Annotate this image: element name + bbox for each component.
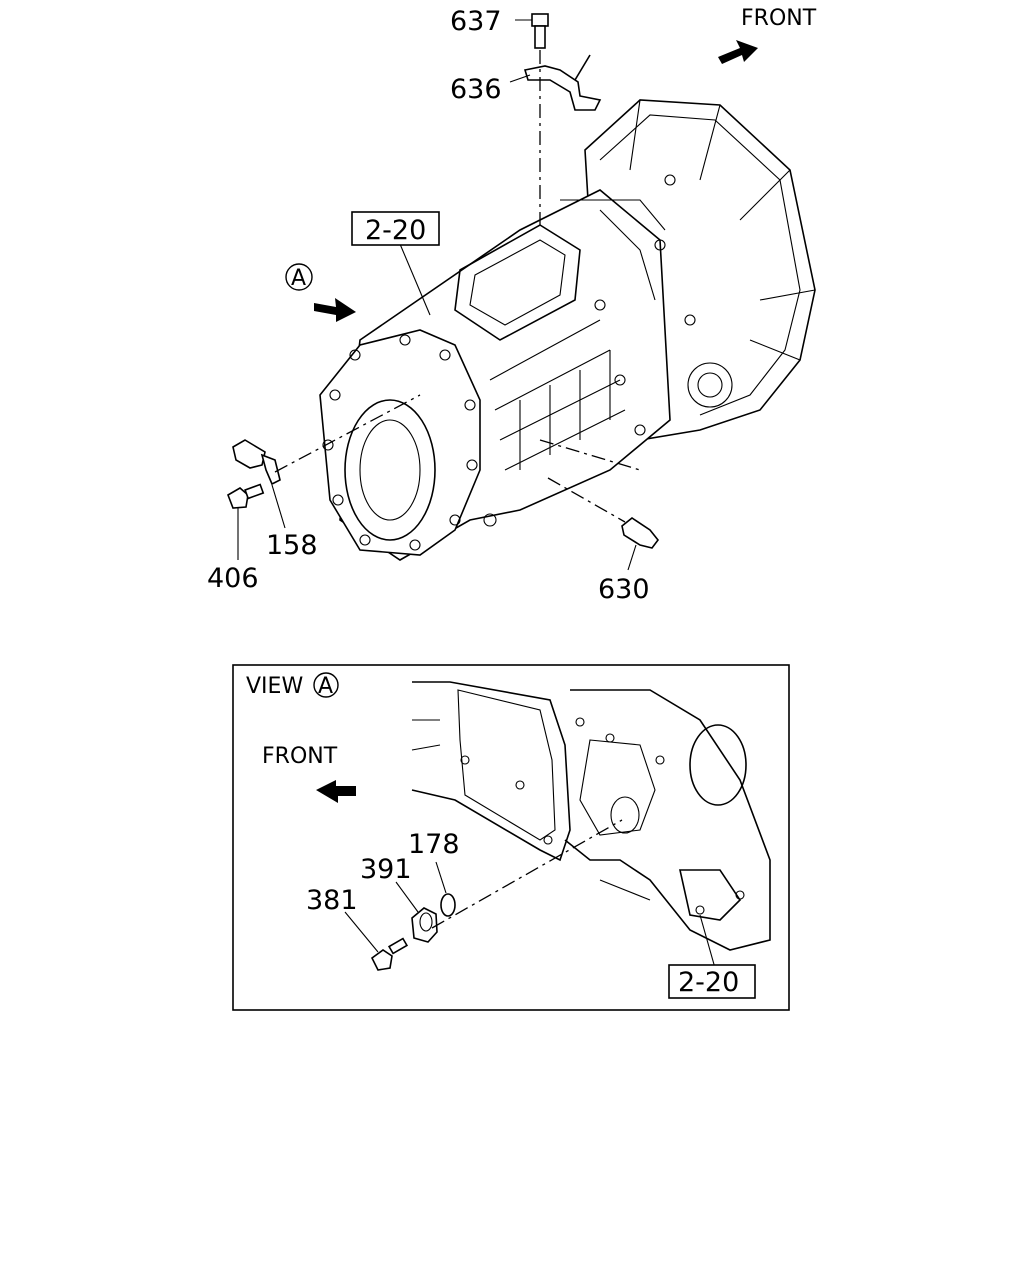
front-label-top: FRONT xyxy=(741,6,817,31)
part-630-label: 630 xyxy=(598,574,650,605)
part-178-label: 178 xyxy=(408,829,460,860)
ref-box-top: 2-20 xyxy=(351,211,440,246)
part-406-label: 406 xyxy=(207,563,259,594)
part-391-sensor: 391 xyxy=(360,854,438,943)
part-637-bolt: 637 xyxy=(450,6,549,49)
part-381-label: 381 xyxy=(306,885,358,916)
transmission-assembly xyxy=(319,99,816,561)
front-arrow-top-icon xyxy=(718,40,758,64)
part-637-label: 637 xyxy=(450,6,502,37)
part-381-bolt: 381 xyxy=(306,885,409,971)
part-158-clip: 158 xyxy=(232,439,318,561)
view-marker-label: A xyxy=(318,674,333,699)
part-630-switch: 630 xyxy=(598,517,660,605)
front-label-view: FRONT xyxy=(262,744,338,769)
part-158-label: 158 xyxy=(266,530,318,561)
ref-label-view: 2-20 xyxy=(678,967,739,998)
ref-label-top: 2-20 xyxy=(365,215,426,246)
view-a-inset: VIEW A FRONT 2-20 178 xyxy=(232,664,790,1011)
part-406-bolt: 406 xyxy=(207,483,265,594)
view-a-arrow-icon xyxy=(314,298,356,322)
front-arrow-view-icon xyxy=(316,780,356,803)
view-a-marker: A xyxy=(285,263,356,322)
view-label: VIEW xyxy=(246,674,303,699)
front-indicator-top: FRONT xyxy=(718,6,817,64)
part-178-oring: 178 xyxy=(408,829,460,917)
marker-a-label: A xyxy=(291,266,306,291)
part-636-bracket: 636 xyxy=(450,54,602,111)
part-391-label: 391 xyxy=(360,854,412,885)
part-636-label: 636 xyxy=(450,74,502,105)
